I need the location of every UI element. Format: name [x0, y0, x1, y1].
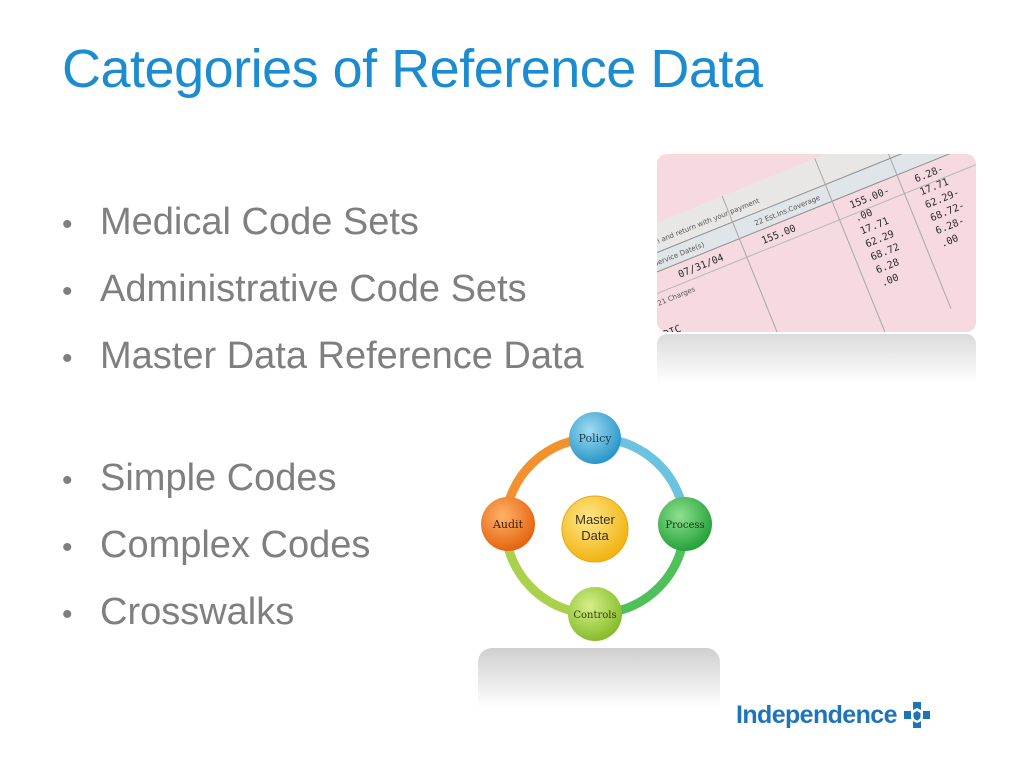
bullet-marker: •: [62, 464, 73, 497]
master-data-cycle-diagram: Policy Process Controls Audit Master Dat…: [476, 408, 721, 646]
independence-logo: Independence: [736, 698, 931, 732]
bullet-item: • Crosswalks: [62, 580, 370, 647]
bullet-item: • Complex Codes: [62, 513, 370, 580]
center-label-line2: Data: [581, 528, 609, 543]
svg-text:2 MEDIC: 2 MEDIC: [657, 324, 683, 332]
node-policy-label: Policy: [579, 432, 613, 445]
bullet-text: Crosswalks: [100, 591, 295, 633]
bullet-marker: •: [62, 342, 73, 375]
bullet-list-code-sets: • Medical Code Sets • Administrative Code …: [62, 190, 584, 391]
slide-title: Categories of Reference Data: [62, 39, 763, 99]
blue-cross-shield-icon: [903, 702, 930, 728]
logo-wordmark: Independence: [736, 700, 898, 729]
node-controls-label: Controls: [573, 610, 616, 621]
bullet-list-code-types: • Simple Codes • Complex Codes • Crosswalks: [62, 446, 370, 647]
bullet-marker: •: [62, 531, 73, 564]
bullet-text: Administrative Code Sets: [100, 268, 527, 310]
bullet-item: • Master Data Reference Data: [62, 324, 584, 391]
bullet-item: • Simple Codes: [62, 446, 370, 513]
bullet-marker: •: [62, 208, 73, 241]
bullet-item: • Administrative Code Sets: [62, 257, 584, 324]
diagram-reflection: [478, 648, 720, 708]
bullet-text: Complex Codes: [100, 524, 371, 566]
node-audit-label: Audit: [492, 518, 524, 531]
bullet-text: Medical Code Sets: [100, 201, 419, 243]
photo-reflection: [657, 334, 976, 384]
center-label-line1: Master: [575, 512, 615, 527]
bullet-text: Master Data Reference Data: [100, 335, 584, 377]
claim-form-photo: 07/31/04 155.00 155.00- .00 17.71 62.29 …: [657, 154, 976, 332]
bullet-marker: •: [62, 275, 73, 308]
node-process-label: Process: [665, 520, 704, 531]
bullet-text: Simple Codes: [100, 457, 337, 499]
bullet-item: • Medical Code Sets: [62, 190, 584, 257]
bullet-marker: •: [62, 598, 73, 631]
